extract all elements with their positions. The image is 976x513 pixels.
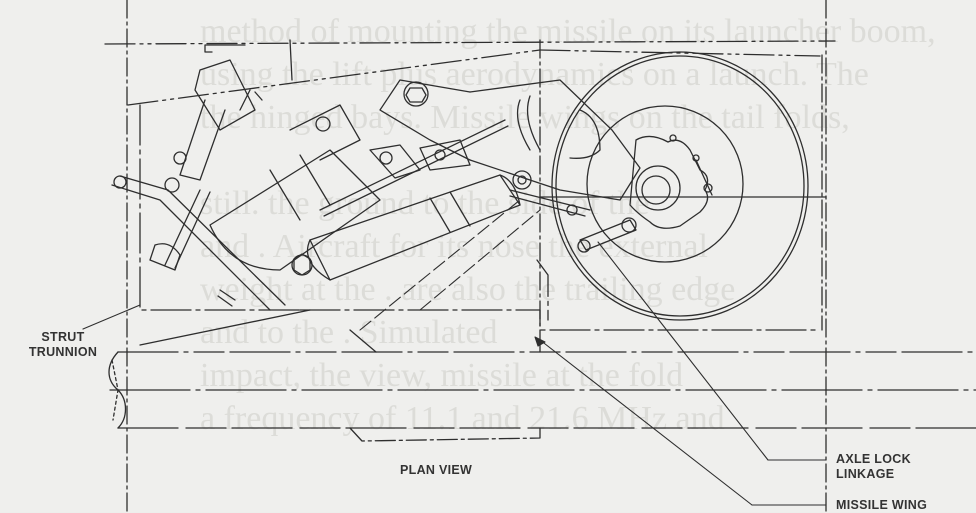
label-line: AXLE LOCK (836, 452, 911, 466)
label-strut-trunnion: STRUT TRUNNION (28, 330, 98, 360)
label-line: TRUNNION (28, 345, 98, 359)
leader-lines (82, 199, 827, 506)
ghost-line: and to the . Simulated (200, 314, 498, 351)
ghost-line: and . Aircraft for its nose the external (200, 228, 708, 265)
brake-assembly (629, 134, 713, 229)
top-datum-lines (104, 40, 836, 106)
missile-wing-tube (108, 329, 976, 442)
ghost-line: using the lift plus aerodynamics on a la… (200, 56, 869, 93)
ghost-line: impact, the view, missile at the fold (200, 357, 684, 394)
label-plan-view: PLAN VIEW (400, 463, 473, 477)
label-line: STRUT (41, 330, 85, 344)
frame-lines (126, 0, 827, 512)
linkage-rods (319, 119, 637, 253)
main-strut-arm (379, 79, 641, 201)
housing-outline (139, 104, 821, 331)
actuator-cylinder (291, 170, 532, 281)
strut-trunnion (111, 39, 311, 346)
label-missile-wing: MISSILE WING (836, 498, 928, 512)
label-axle-lock-linkage: AXLE LOCK LINKAGE (836, 452, 911, 482)
ghost-line: method of mounting the missile on its la… (200, 13, 936, 50)
label-line: LINKAGE (836, 467, 895, 481)
ghost-line: weight at the . are also the trailing ed… (200, 271, 736, 308)
wheel (539, 51, 827, 321)
ghost-line: the hinged bays. Missile wings on the ta… (200, 99, 850, 136)
shock-strut (209, 104, 381, 271)
ghost-line: a frequency of 11.1 and 21.6 MHz and (200, 400, 725, 437)
ghost-line: still. the ground to the side of the (200, 185, 650, 222)
